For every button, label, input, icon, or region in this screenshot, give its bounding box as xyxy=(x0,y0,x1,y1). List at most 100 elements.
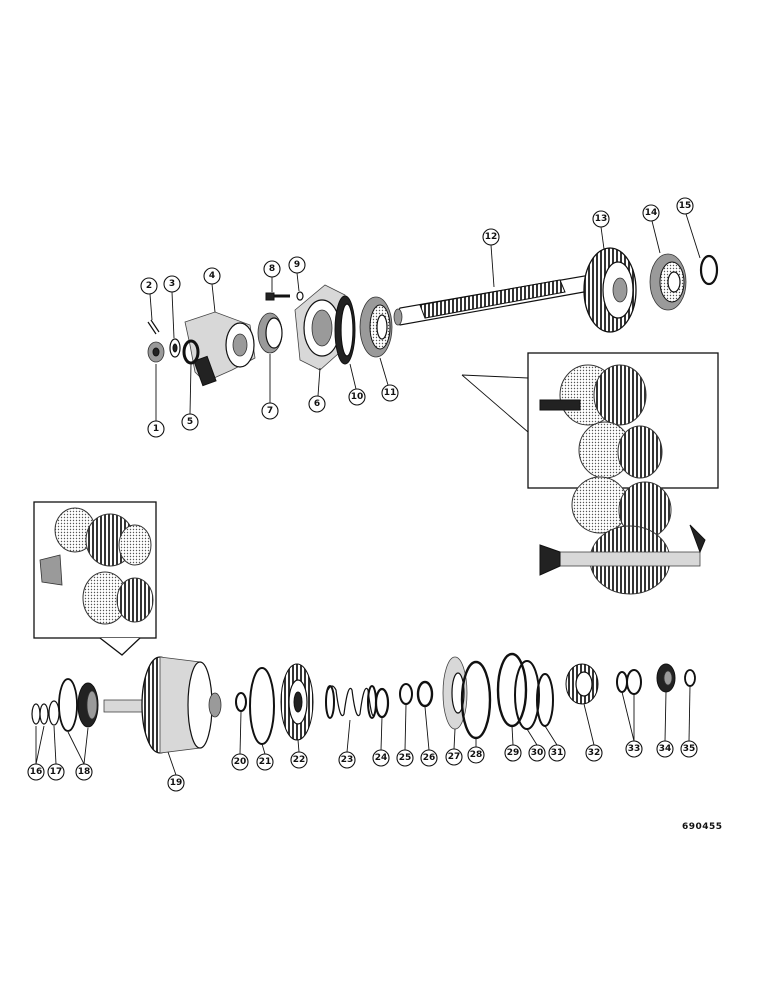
part-18-bearing xyxy=(58,678,99,732)
callout-11: 11 xyxy=(381,384,399,402)
part-14-bearing xyxy=(649,253,687,311)
svg-text:9: 9 xyxy=(294,260,300,270)
svg-text:14: 14 xyxy=(645,208,658,218)
part-23-spring xyxy=(325,685,377,719)
svg-text:31: 31 xyxy=(551,748,564,758)
callout-30: 30 xyxy=(528,744,546,762)
svg-text:19: 19 xyxy=(170,778,183,788)
part-7-seal xyxy=(257,312,283,354)
part-19-clutch-drum xyxy=(103,656,222,754)
part-16-washers xyxy=(31,703,49,725)
figure-reference-code: 690455 xyxy=(682,822,723,832)
svg-text:25: 25 xyxy=(399,753,412,763)
callout-26: 26 xyxy=(420,749,438,767)
svg-text:28: 28 xyxy=(470,750,483,760)
callout-17: 17 xyxy=(47,763,65,781)
callout-8: 8 xyxy=(263,260,281,278)
callout-9: 9 xyxy=(288,256,306,274)
callout-32: 32 xyxy=(585,744,603,762)
callout-5: 5 xyxy=(181,413,199,431)
part-32-hub xyxy=(565,663,599,705)
svg-text:1: 1 xyxy=(153,424,159,434)
callout-2: 2 xyxy=(140,277,158,295)
svg-text:4: 4 xyxy=(209,271,215,281)
part-15-snap-ring xyxy=(699,254,719,286)
inset-clutch-assembly xyxy=(33,501,157,656)
svg-text:22: 22 xyxy=(293,755,306,765)
part-35-snap-ring xyxy=(684,669,696,687)
part-24-ring xyxy=(374,687,390,719)
callout-10: 10 xyxy=(348,388,366,406)
callout-16: 16 xyxy=(27,763,45,781)
callout-13: 13 xyxy=(592,210,610,228)
svg-text:24: 24 xyxy=(375,753,388,763)
inset-transmission-gear-stack xyxy=(461,352,719,595)
svg-text:5: 5 xyxy=(187,417,193,427)
callout-33: 33 xyxy=(625,740,643,758)
part-20-snap-ring xyxy=(235,692,247,712)
callout-15: 15 xyxy=(676,197,694,215)
leader-lines xyxy=(35,213,701,776)
callout-3: 3 xyxy=(163,275,181,293)
part-11-bearing xyxy=(359,296,393,358)
part-12-input-shaft xyxy=(393,274,596,326)
svg-text:3: 3 xyxy=(169,279,175,289)
part-29-plate xyxy=(496,652,528,728)
svg-text:17: 17 xyxy=(50,767,63,777)
part-10-gasket xyxy=(334,295,356,365)
svg-text:7: 7 xyxy=(267,406,273,416)
callout-1: 1 xyxy=(147,420,165,438)
part-33-seal-rings xyxy=(616,669,642,695)
callout-29: 29 xyxy=(504,744,522,762)
callout-12: 12 xyxy=(482,228,500,246)
svg-text:18: 18 xyxy=(78,767,91,777)
part-4-yoke xyxy=(184,311,256,387)
part-2-cotter-pin xyxy=(147,319,160,335)
svg-text:13: 13 xyxy=(595,214,608,224)
svg-text:26: 26 xyxy=(423,753,436,763)
svg-text:15: 15 xyxy=(679,201,692,211)
lower-assembly xyxy=(31,652,696,754)
svg-text:6: 6 xyxy=(314,399,320,409)
callout-27: 27 xyxy=(445,748,463,766)
svg-text:29: 29 xyxy=(507,748,520,758)
callout-19: 19 xyxy=(167,774,185,792)
callout-28: 28 xyxy=(467,746,485,764)
svg-text:2: 2 xyxy=(146,281,152,291)
callout-24: 24 xyxy=(372,749,390,767)
part-17-ring xyxy=(48,700,60,726)
callout-31: 31 xyxy=(548,744,566,762)
svg-text:16: 16 xyxy=(30,767,43,777)
svg-text:33: 33 xyxy=(628,744,641,754)
part-22-piston xyxy=(280,663,314,741)
callout-7: 7 xyxy=(261,402,279,420)
part-34-bearing xyxy=(656,663,676,693)
svg-text:12: 12 xyxy=(485,232,498,242)
svg-text:10: 10 xyxy=(351,392,364,402)
callout-14: 14 xyxy=(642,204,660,222)
svg-text:34: 34 xyxy=(659,744,672,754)
part-21-ring xyxy=(249,667,275,745)
callout-20: 20 xyxy=(231,753,249,771)
part-8-bolt xyxy=(265,292,290,301)
callout-22: 22 xyxy=(290,751,308,769)
part-9-lock-washer xyxy=(296,291,304,301)
part-5-o-ring xyxy=(182,339,200,365)
callout-25: 25 xyxy=(396,749,414,767)
upper-assembly xyxy=(147,247,719,387)
part-26-ring xyxy=(416,680,434,708)
callout-34: 34 xyxy=(656,740,674,758)
svg-text:27: 27 xyxy=(448,752,461,762)
callout-18: 18 xyxy=(75,763,93,781)
svg-text:23: 23 xyxy=(341,755,354,765)
svg-text:35: 35 xyxy=(683,744,696,754)
callout-4: 4 xyxy=(203,267,221,285)
svg-text:30: 30 xyxy=(531,748,544,758)
svg-text:32: 32 xyxy=(588,748,601,758)
callouts: 1 2 3 4 5 6 7 8 9 10 11 12 13 14 15 16 1… xyxy=(27,197,698,792)
part-6-retainer xyxy=(294,284,349,371)
callout-35: 35 xyxy=(680,740,698,758)
svg-text:8: 8 xyxy=(269,264,275,274)
callout-6: 6 xyxy=(308,395,326,413)
